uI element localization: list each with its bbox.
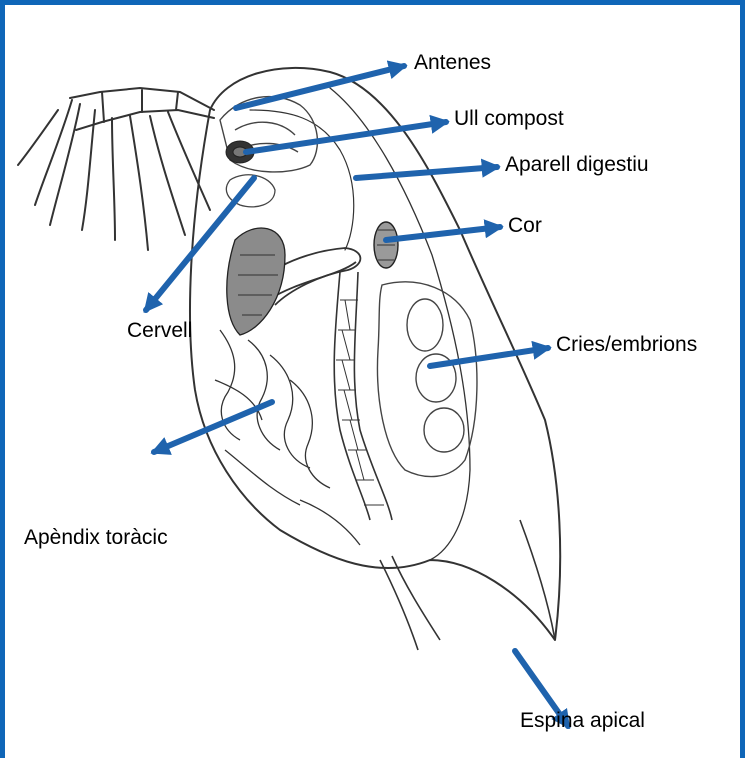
arrow-cor bbox=[386, 227, 500, 240]
label-aparell-digestiu: Aparell digestiu bbox=[505, 154, 649, 175]
daphnia-antennae bbox=[18, 88, 214, 250]
apical-spine bbox=[380, 520, 555, 650]
label-ull-compost: Ull compost bbox=[454, 108, 564, 129]
arrow-apendix-toracic bbox=[154, 402, 272, 452]
label-cervell: Cervell bbox=[127, 320, 192, 341]
label-cries-embrions: Cries/embrions bbox=[556, 334, 697, 355]
label-apendix-toracic: Apèndix toràcic bbox=[24, 527, 168, 548]
heart bbox=[374, 222, 398, 268]
label-espina-apical: Espina apical bbox=[520, 710, 645, 731]
label-antenes: Antenes bbox=[414, 52, 491, 73]
ovary-mass bbox=[227, 228, 285, 335]
arrow-cries-embrions bbox=[430, 348, 548, 366]
thoracic-appendages bbox=[215, 330, 360, 545]
label-cor: Cor bbox=[508, 215, 542, 236]
arrow-aparell-digestiu bbox=[356, 167, 497, 178]
